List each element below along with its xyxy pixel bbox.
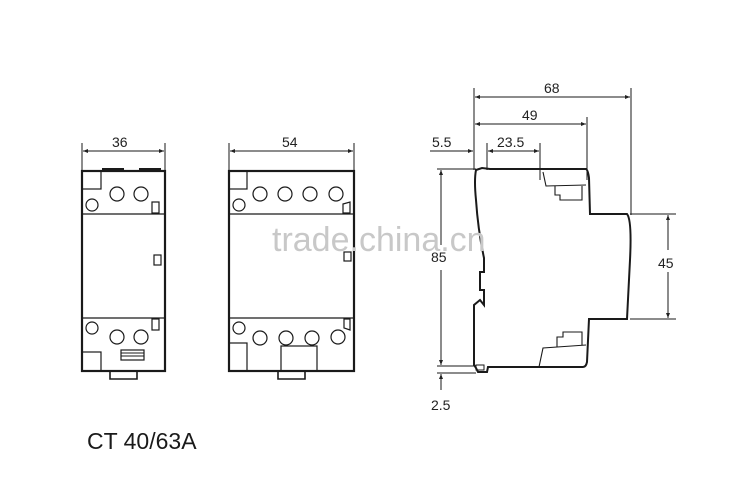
side-view bbox=[430, 88, 676, 390]
model-title: CT 40/63A bbox=[87, 428, 197, 454]
front-view-2-pole bbox=[80, 143, 167, 380]
dim-face-45: 45 bbox=[658, 255, 674, 271]
dim-height-85: 85 bbox=[431, 249, 447, 265]
dim-depth-49: 49 bbox=[522, 107, 538, 123]
front-view-4-pole bbox=[227, 143, 356, 380]
dim-depth-68: 68 bbox=[544, 80, 560, 96]
dim-offset-5.5: 5.5 bbox=[432, 134, 452, 150]
dim-width-36: 36 bbox=[112, 134, 128, 150]
watermark: trade.china.cn bbox=[272, 221, 486, 259]
dim-step-23.5: 23.5 bbox=[497, 134, 524, 150]
dim-bottom-2.5: 2.5 bbox=[431, 397, 451, 413]
dim-width-54: 54 bbox=[282, 134, 298, 150]
